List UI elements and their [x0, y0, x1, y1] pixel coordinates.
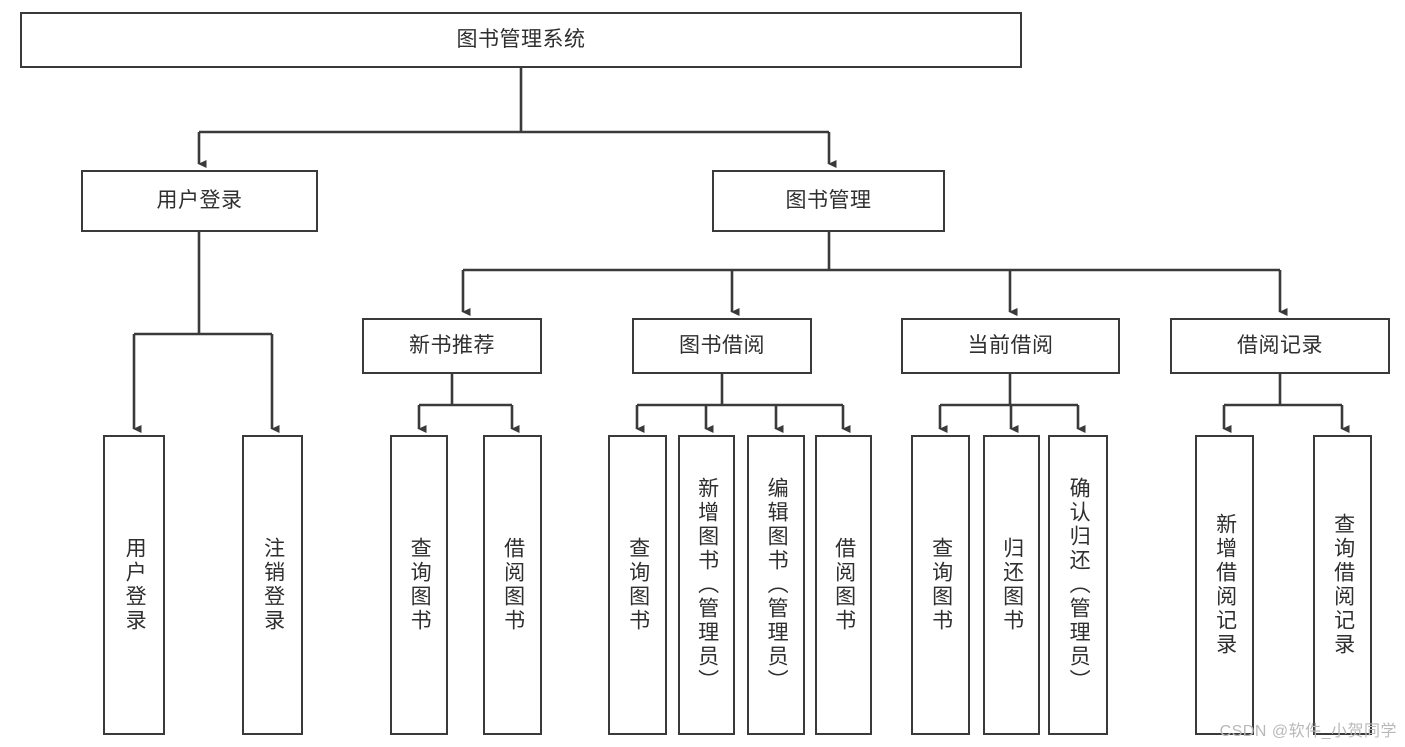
node-leaf-confirm-return[interactable]: 确认归还（管理员） — [1048, 435, 1108, 735]
node-leaf-edit-book-label: 编辑图书（管理员） — [765, 477, 789, 693]
node-leaf-query-book-borrow-label: 查询图书 — [626, 537, 650, 633]
node-borrow-record[interactable]: 借阅记录 — [1170, 318, 1390, 374]
node-leaf-add-borrow-record[interactable]: 新增借阅记录 — [1195, 435, 1254, 735]
node-leaf-borrow-book-label: 借阅图书 — [832, 537, 856, 633]
edge-group-book-manage — [461, 232, 1288, 317]
edge-group-new-book-recommend — [417, 374, 520, 434]
node-leaf-edit-book[interactable]: 编辑图书（管理员） — [747, 435, 805, 735]
node-leaf-logout[interactable]: 注销登录 — [242, 435, 303, 735]
node-leaf-query-book-borrow[interactable]: 查询图书 — [608, 435, 667, 735]
node-leaf-user-login[interactable]: 用户登录 — [103, 435, 165, 735]
node-book-manage[interactable]: 图书管理 — [712, 170, 945, 232]
edge-group-current-borrow — [938, 374, 1086, 434]
node-user-login[interactable]: 用户登录 — [81, 170, 318, 232]
node-leaf-borrow-book-recommend[interactable]: 借阅图书 — [483, 435, 542, 735]
edge-group-root — [197, 68, 837, 169]
node-root-system[interactable]: 图书管理系统 — [20, 12, 1022, 68]
node-leaf-logout-label: 注销登录 — [261, 537, 285, 633]
node-leaf-borrow-book-recommend-label: 借阅图书 — [501, 537, 525, 633]
node-user-login-label: 用户登录 — [156, 189, 243, 213]
node-leaf-query-borrow-record-label: 查询借阅记录 — [1331, 513, 1355, 657]
node-book-manage-label: 图书管理 — [785, 189, 872, 213]
node-leaf-add-borrow-record-label: 新增借阅记录 — [1213, 513, 1237, 657]
edge-group-borrow-record — [1222, 374, 1350, 434]
node-current-borrow-label: 当前借阅 — [967, 334, 1054, 358]
node-current-borrow[interactable]: 当前借阅 — [901, 318, 1120, 374]
watermark-text: CSDN @软件_小贺同学 — [1219, 723, 1397, 740]
node-leaf-query-book-recommend[interactable]: 查询图书 — [390, 435, 448, 735]
node-book-borrow[interactable]: 图书借阅 — [632, 318, 812, 374]
edge-group-user-login — [132, 232, 280, 434]
node-new-book-recommend-label: 新书推荐 — [409, 334, 495, 358]
node-leaf-user-login-label: 用户登录 — [123, 537, 147, 633]
node-book-borrow-label: 图书借阅 — [679, 334, 765, 358]
node-leaf-query-borrow-record[interactable]: 查询借阅记录 — [1313, 435, 1372, 735]
node-leaf-query-book-current[interactable]: 查询图书 — [911, 435, 970, 735]
node-leaf-query-book-recommend-label: 查询图书 — [408, 537, 432, 633]
node-leaf-borrow-book[interactable]: 借阅图书 — [815, 435, 872, 735]
node-borrow-record-label: 借阅记录 — [1237, 334, 1323, 358]
node-leaf-query-book-current-label: 查询图书 — [929, 537, 953, 633]
node-leaf-add-book[interactable]: 新增图书（管理员） — [678, 435, 735, 735]
node-leaf-return-book-label: 归还图书 — [1000, 537, 1024, 633]
node-leaf-add-book-label: 新增图书（管理员） — [695, 477, 719, 693]
node-new-book-recommend[interactable]: 新书推荐 — [362, 318, 542, 374]
node-root-label: 图书管理系统 — [456, 28, 586, 52]
node-leaf-confirm-return-label: 确认归还（管理员） — [1067, 477, 1091, 693]
edge-group-book-borrow — [635, 374, 851, 434]
node-leaf-return-book[interactable]: 归还图书 — [983, 435, 1040, 735]
